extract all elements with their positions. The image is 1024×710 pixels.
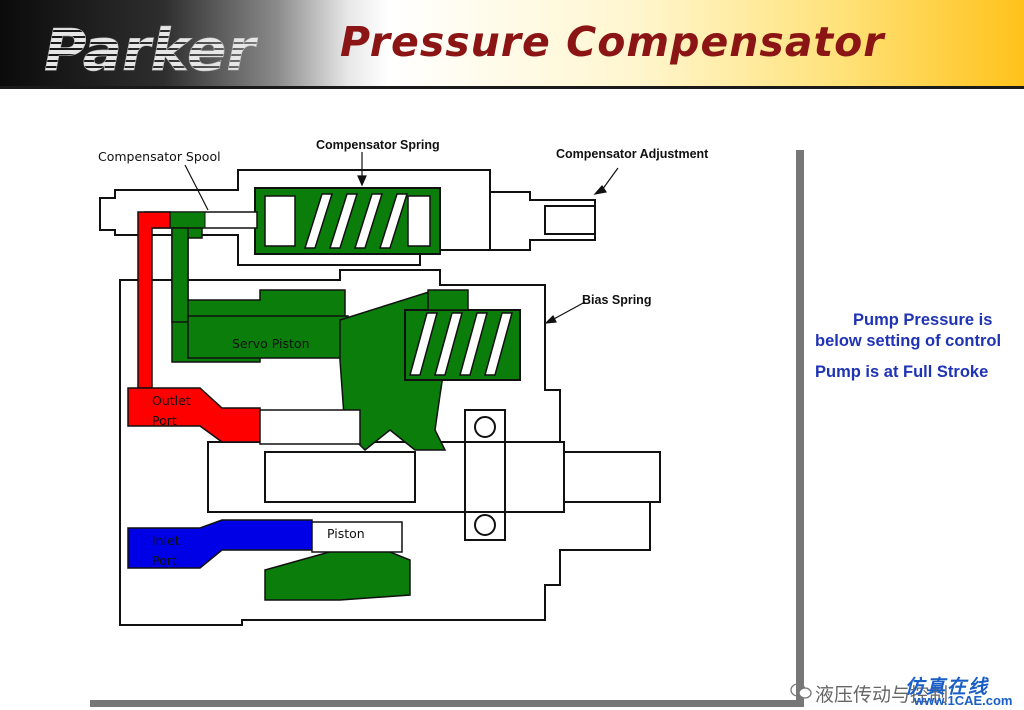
watermark-source-text: 液压传动与控制 [815,684,949,706]
label-piston: Piston [327,526,365,541]
watermark-site: www.1CAE.com [914,693,1013,708]
label-inlet-port-line2: Port [152,553,177,568]
pump-cutaway-diagram: Compensator Spool Compensator Spring Com… [98,138,709,626]
label-compensator-adjustment: Compensator Adjustment [556,147,709,161]
cylinder-piston-lower [311,521,403,553]
wechat-icon [790,683,812,699]
label-outlet-port-line2: Port [152,413,177,428]
watermark-logo: 仿真在线 [905,676,990,698]
cylinder-piston-upper [259,409,361,445]
status-panel: Pump Pressure is below setting of contro… [815,310,1015,383]
label-servo-piston: Servo Piston [232,336,310,351]
right-divider [796,150,804,706]
label-compensator-spool: Compensator Spool [98,149,221,164]
parker-logo: Parker [44,16,259,78]
outlet-pressure-passage [127,211,261,443]
header-divider [0,86,1024,89]
label-bias-spring: Bias Spring [582,293,651,307]
compensator-spring [254,187,441,255]
logo-wordmark: Parker [44,16,258,78]
label-outlet-port-line1: Outlet [152,393,191,408]
label-compensator-spring: Compensator Spring [316,138,440,152]
drive-shaft [559,451,661,503]
bias-spring [404,289,521,381]
slide-title: Pressure Compensator [340,18,885,66]
label-inlet-port-line1: Inlet [152,533,180,548]
status-stroke-text: Pump is at Full Stroke [815,363,989,381]
bottom-divider [90,700,804,707]
title-bar: Parker Pressure Compensator [0,0,1024,86]
status-pressure-text: Pump Pressure is below setting of contro… [815,311,1002,350]
